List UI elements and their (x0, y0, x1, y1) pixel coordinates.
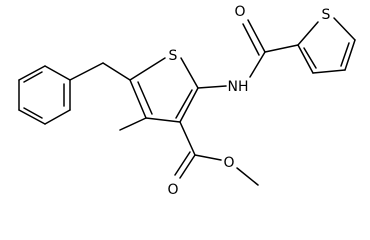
bond (18, 109, 46, 125)
bond-amide-carbonyl (247, 19, 266, 53)
sulfur-atom-thiophene: S (322, 7, 331, 23)
bond (179, 87, 199, 123)
bond (297, 21, 319, 46)
bond-ester-carbonyl (174, 151, 191, 176)
bond-benzyl (69, 62, 104, 81)
bond (44, 65, 71, 81)
bond (312, 69, 346, 74)
bond-benzyl (102, 62, 131, 81)
molecule-canvas: S S NH O O O (18, 4, 356, 198)
sulfur-atom-ring: S (169, 48, 178, 64)
double-bond-inner (175, 89, 193, 119)
thiophene-ring-2 (297, 17, 356, 74)
bond-amide-carbonyl (242, 23, 260, 56)
bond-ester-carbonyl (179, 154, 196, 179)
bond-ester-o (194, 154, 222, 161)
oxygen-amide: O (234, 4, 245, 20)
bond-methyl (119, 117, 147, 131)
bond (180, 57, 199, 89)
bond-ester-methyl (236, 167, 259, 186)
double-bond-inner (137, 81, 153, 115)
bond-nh (197, 85, 227, 89)
bond (44, 109, 71, 125)
bond (333, 17, 356, 41)
bond (129, 57, 166, 81)
double-bond-inner (23, 107, 43, 119)
bond (297, 44, 314, 74)
bond (344, 39, 356, 71)
bond (129, 79, 147, 119)
thiophene-ring (129, 57, 199, 123)
oxygen-ester-carbonyl: O (167, 182, 178, 198)
oxygen-ester: O (223, 155, 234, 171)
bond-amide (249, 51, 266, 78)
nitrogen-nh: NH (228, 79, 249, 95)
structure-diagram: S S NH O O O (18, 4, 356, 198)
bond (145, 117, 181, 123)
bond-amide (264, 44, 299, 53)
bond (18, 65, 46, 81)
bond-ester (179, 121, 196, 156)
double-bond-inner (23, 71, 43, 83)
double-bond-inner (303, 47, 317, 69)
double-bond-inner (340, 42, 350, 67)
benzene-ring (18, 65, 71, 125)
